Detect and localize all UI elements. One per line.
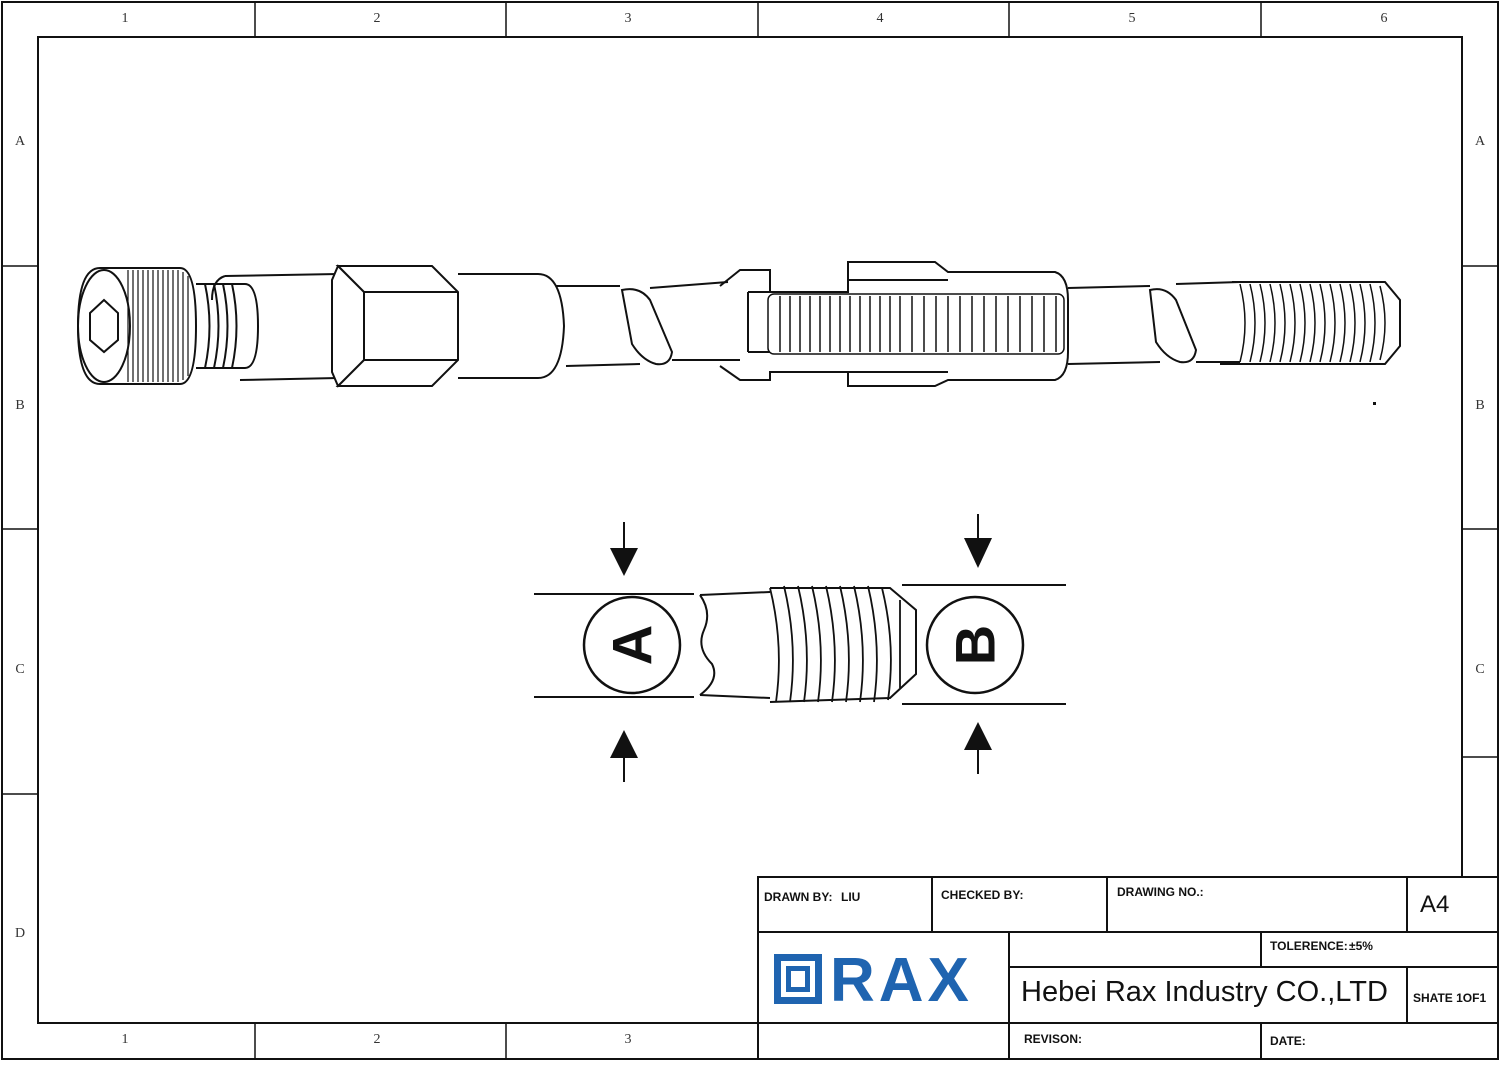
callout-a-label: A (601, 625, 664, 665)
dimension-detail (534, 514, 1066, 782)
title-block-grid (757, 876, 1499, 1060)
callout-b-circle (925, 595, 1025, 695)
zone-col-6-top: 6 (1380, 11, 1388, 26)
zone-row-a-right: A (1474, 134, 1486, 149)
dimension-arrowheads (610, 538, 992, 758)
tolerance-value: ±5% (1349, 939, 1373, 953)
zone-col-1-top: 1 (121, 11, 129, 26)
sheet-number: SHATE 1OF1 (1413, 991, 1487, 1005)
zone-col-5-top: 5 (1128, 11, 1136, 26)
zone-row-c-left: C (15, 662, 25, 677)
drawn-by-label: DRAWN BY: (764, 890, 833, 904)
zone-col-3-top: 3 (624, 11, 632, 26)
zone-col-3-bottom: 3 (624, 1032, 632, 1047)
company-name: Hebei Rax Industry CO.,LTD (1021, 976, 1388, 1008)
drawn-by-value: LIU (841, 890, 861, 904)
sheet-size: A4 (1420, 891, 1450, 918)
zone-row-a-left: A (14, 134, 26, 149)
revision-label: REVISON: (1024, 1032, 1083, 1046)
inner-frame (37, 36, 1463, 1024)
rax-logo-text: RAX (830, 946, 973, 1015)
zone-col-1-bottom: 1 (121, 1032, 129, 1047)
zone-row-b-right: B (1475, 398, 1485, 413)
callout-b-label: B (944, 625, 1007, 665)
zone-col-4-top: 4 (876, 11, 884, 26)
drawing-no-label: DRAWING NO.: (1117, 885, 1204, 899)
rax-logo-mark (774, 954, 822, 1004)
bolt-assembly (76, 261, 1401, 388)
zone-row-b-left: B (15, 398, 25, 413)
tolerance-label: TOLERENCE: (1270, 939, 1348, 953)
checked-by-label: CHECKED BY: (941, 888, 1024, 902)
date-label: DATE: (1270, 1034, 1306, 1048)
callout-a-circle (582, 595, 682, 695)
zone-row-c-right: C (1475, 662, 1485, 677)
zone-row-d-left: D (14, 926, 26, 941)
zone-col-2-bottom: 2 (373, 1032, 381, 1047)
zone-col-2-top: 2 (373, 11, 381, 26)
